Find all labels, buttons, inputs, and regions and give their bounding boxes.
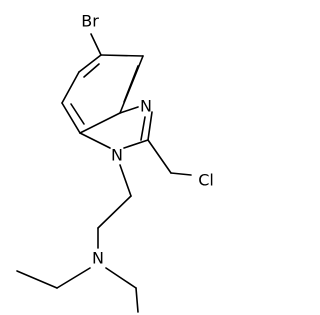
structure-diagram: Br N N Cl N [16,12,214,313]
bond-n-ethyl2 [105,267,137,289]
bond-c6-c5-inner [83,63,100,78]
bond-c3a-n3 [119,106,139,114]
atom-label-amine-n: N [92,249,104,268]
bond-ch2-cl [170,172,192,176]
bond-ethyl2-ch3 [135,287,139,313]
atom-label-n3: N [140,97,152,116]
bond-c2-n1 [123,139,149,149]
bond-c2-ch2 [147,139,172,174]
bond-n3-c2 [147,111,153,141]
bond-ch2a-ch2b [97,195,132,229]
bond-n3-c2-inner [140,116,146,141]
atom-label-cl: Cl [198,171,214,190]
bond-n1-ch2a [119,164,132,197]
bond-layer [16,33,192,313]
bond-n-ethyl1 [56,267,91,289]
atom-label-n1: N [111,146,123,165]
bond-c3a-c4-inner [123,65,139,103]
bond-c5-c4 [100,54,144,57]
bond-c6-c7 [61,71,80,104]
bond-ethyl1-ch3 [16,270,58,289]
bond-c7-c7a-inner [70,103,85,125]
bond-c5-c6 [78,54,102,73]
bond-br-c5 [90,33,102,56]
bond-n1-c7a [79,132,111,149]
atom-label-layer: Br N N Cl N [81,12,214,268]
bond-c7a-c3a [79,112,121,134]
atom-label-br: Br [81,12,99,31]
bond-c7-c7a [61,102,81,134]
